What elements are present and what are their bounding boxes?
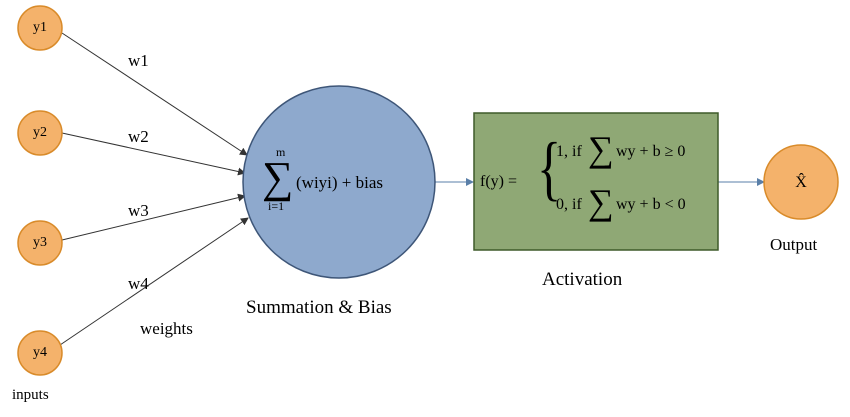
activation-caption: Activation xyxy=(542,269,623,290)
input-label-y2: y2 xyxy=(33,125,47,140)
sum-expression: (wiyi) + bias xyxy=(296,173,384,192)
output-symbol: X̂ xyxy=(795,174,807,191)
weight-label-w3: w3 xyxy=(128,201,149,220)
input-node-y1 xyxy=(17,5,63,51)
input-node-y2 xyxy=(17,110,63,156)
weight-label-w1: w1 xyxy=(128,51,149,70)
weights-label: weights xyxy=(140,319,193,338)
cases-brace: { xyxy=(537,128,562,208)
summation-caption: Summation & Bias xyxy=(246,297,392,318)
input-node-y4 xyxy=(17,330,63,376)
sigma-symbol: ∑ xyxy=(262,153,294,202)
weight-label-w4: w4 xyxy=(128,274,149,293)
activation-function-label: f(y) = xyxy=(480,173,518,190)
output-node xyxy=(763,144,839,220)
case1-expression: wy + b ≥ 0 xyxy=(616,143,686,160)
case1-prefix: 1, if xyxy=(556,143,582,160)
output-caption: Output xyxy=(770,235,818,254)
input-label-y3: y3 xyxy=(33,235,47,250)
sum-lower-limit: i=1 xyxy=(268,199,285,213)
case2-expression: wy + b < 0 xyxy=(616,196,686,213)
input-node-y3 xyxy=(17,220,63,266)
input-label-y1: y1 xyxy=(33,20,47,35)
connector-y2-sum xyxy=(61,132,246,176)
case1-sigma-symbol: ∑ xyxy=(588,129,614,169)
connector-y4-sum xyxy=(59,217,249,346)
summation-node xyxy=(242,85,436,279)
connector-y1-sum xyxy=(61,32,248,156)
inputs-label: inputs xyxy=(12,387,49,403)
connector-y3-sum xyxy=(61,193,246,241)
weight-label-w2: w2 xyxy=(128,127,149,146)
activation-box xyxy=(473,112,719,251)
input-label-y4: y4 xyxy=(33,345,47,360)
case2-sigma-symbol: ∑ xyxy=(588,182,614,222)
sum-upper-limit: m xyxy=(276,145,286,159)
case2-prefix: 0, if xyxy=(556,196,582,213)
